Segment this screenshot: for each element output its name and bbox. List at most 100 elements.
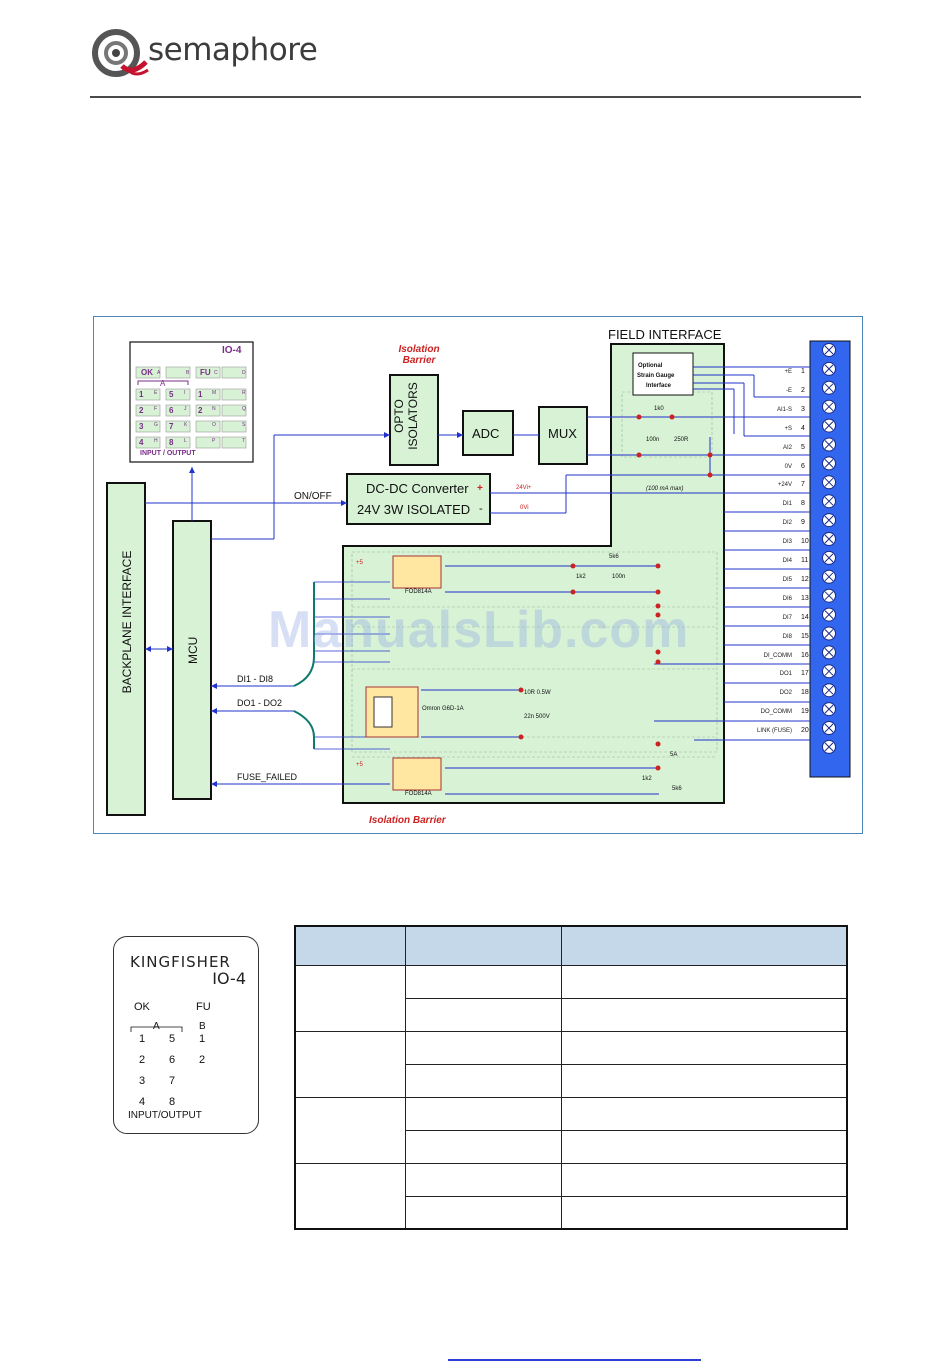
omron-label: Omron G6D-1A bbox=[422, 706, 464, 712]
card-ok: OK bbox=[134, 1001, 150, 1013]
terminal-label: +24V bbox=[777, 482, 792, 489]
io-key-label: 4 bbox=[139, 438, 144, 447]
io-key-label: L bbox=[184, 438, 187, 444]
r1k0: 1k0 bbox=[654, 406, 664, 412]
terminal-number: 3 bbox=[801, 405, 805, 413]
io-key-label: 3 bbox=[139, 422, 144, 431]
dcdc-minus: - bbox=[479, 503, 483, 515]
table-cell bbox=[404, 1162, 562, 1197]
watermark: ManualsLib.com bbox=[268, 601, 690, 659]
io-key-label: 7 bbox=[169, 422, 174, 431]
semaphore-logo bbox=[92, 26, 322, 82]
card-number: 7 bbox=[169, 1075, 176, 1087]
io-panel-footer: INPUT / OUTPUT bbox=[140, 450, 196, 457]
terminal-label: 0V bbox=[784, 463, 792, 470]
table-header-cell bbox=[294, 925, 406, 966]
dcdc-converter-block bbox=[346, 473, 491, 525]
adc-block bbox=[462, 410, 514, 456]
mux-label: MUX bbox=[548, 426, 577, 441]
card-number: 4 bbox=[139, 1096, 146, 1108]
table-cell bbox=[404, 1096, 562, 1131]
terminal-number: 5 bbox=[801, 443, 805, 451]
terminal-number: 17 bbox=[801, 670, 809, 678]
terminal-number: 7 bbox=[801, 481, 805, 489]
card-number: 2 bbox=[199, 1054, 206, 1066]
r1k2-top: 1k2 bbox=[576, 574, 586, 580]
terminal-number: 14 bbox=[801, 613, 809, 621]
io-key-label: N bbox=[212, 406, 216, 412]
terminal-label: +S bbox=[784, 425, 792, 432]
terminal-screw-cross bbox=[824, 440, 834, 449]
c100n-b: 100n bbox=[612, 574, 626, 580]
card-footer: INPUT/OUTPUT bbox=[128, 1110, 202, 1121]
dcdc-plus: + bbox=[477, 483, 483, 494]
strain-gauge-l2: Strain Gauge bbox=[637, 373, 675, 379]
card-number: 1 bbox=[139, 1033, 146, 1045]
card-number: 5 bbox=[169, 1033, 176, 1045]
v24-label: 24Vi+ bbox=[516, 485, 532, 491]
backplane-interface-block bbox=[106, 482, 146, 816]
io-panel-ok: OK bbox=[141, 368, 153, 377]
field-interface-panel bbox=[342, 343, 725, 804]
terminal-number: 20 bbox=[801, 727, 809, 735]
io-key-label: R bbox=[242, 390, 246, 396]
terminal-screw-cross bbox=[824, 459, 834, 468]
footer-link[interactable] bbox=[448, 1359, 701, 1361]
table-row bbox=[295, 1063, 848, 1098]
card-number: 2 bbox=[139, 1054, 146, 1066]
backplane-label: BACKPLANE INTERFACE bbox=[120, 550, 134, 694]
terminal-label: DI_COMM bbox=[763, 652, 792, 659]
io-key-label: K bbox=[184, 422, 188, 428]
terminal-screw-cross bbox=[824, 572, 834, 582]
r5k6-top: 5k6 bbox=[609, 554, 619, 560]
table-header-cell bbox=[404, 925, 562, 966]
terminal-screw-cross bbox=[824, 477, 834, 487]
table-cell bbox=[294, 964, 406, 1032]
di-bus-label: DI1 - DI8 bbox=[237, 674, 274, 684]
terminal-screw-cross bbox=[824, 515, 834, 525]
io-key-label: E bbox=[154, 390, 158, 396]
terminal-screw-cross bbox=[824, 383, 834, 393]
table-cell bbox=[560, 1030, 848, 1065]
terminal-number: 12 bbox=[801, 575, 809, 583]
io-key-label: 1 bbox=[198, 390, 203, 399]
strain-gauge-l3: Interface bbox=[646, 383, 672, 389]
terminal-label: DI5 bbox=[782, 576, 792, 583]
io-key-label: 5 bbox=[169, 390, 174, 399]
table-cell bbox=[294, 1030, 406, 1098]
opto-isolators-block bbox=[389, 374, 439, 466]
terminal-screw-cross bbox=[824, 704, 834, 714]
table-cell bbox=[404, 997, 562, 1032]
terminal-screw-cross bbox=[824, 666, 834, 676]
r1k2-bot: 1k2 bbox=[642, 776, 652, 782]
c100n: 100n bbox=[646, 437, 660, 443]
io-row-letter: D bbox=[242, 370, 246, 376]
terminal-label: AI2 bbox=[782, 444, 792, 451]
block-diagram-svg bbox=[106, 340, 851, 816]
io-key-label: M bbox=[212, 390, 217, 396]
opto-isolators-label: OPTO ISOLATORS bbox=[392, 382, 420, 450]
terminal-screw-cross bbox=[824, 591, 834, 601]
io-panel-fu: FU bbox=[200, 368, 211, 377]
brand-name: semaphore bbox=[148, 32, 318, 68]
card-bracket bbox=[130, 1026, 183, 1032]
terminal-screw-cross bbox=[824, 345, 834, 355]
terminal-screw-cross bbox=[824, 723, 834, 733]
terminal-number: 10 bbox=[801, 538, 809, 546]
io-key-label: I bbox=[184, 390, 186, 396]
fod814a-top bbox=[392, 555, 442, 589]
terminal-number: 19 bbox=[801, 708, 809, 716]
header-rule bbox=[90, 96, 861, 98]
terminal-label: DO1 bbox=[779, 671, 792, 678]
terminal-label: DI6 bbox=[782, 595, 792, 602]
table-cell bbox=[404, 1195, 562, 1230]
do-bus-label: DO1 - DO2 bbox=[237, 698, 283, 708]
isolation-barrier-top: Isolation Barrier bbox=[398, 344, 440, 366]
terminal-label: DO_COMM bbox=[760, 709, 792, 716]
max-current: (100 mA max) bbox=[646, 486, 684, 492]
terminal-screw-cross bbox=[824, 629, 834, 638]
terminal-screw-cross bbox=[824, 553, 834, 563]
io-row-letter: A bbox=[157, 370, 161, 376]
terminal-screws bbox=[822, 343, 836, 754]
